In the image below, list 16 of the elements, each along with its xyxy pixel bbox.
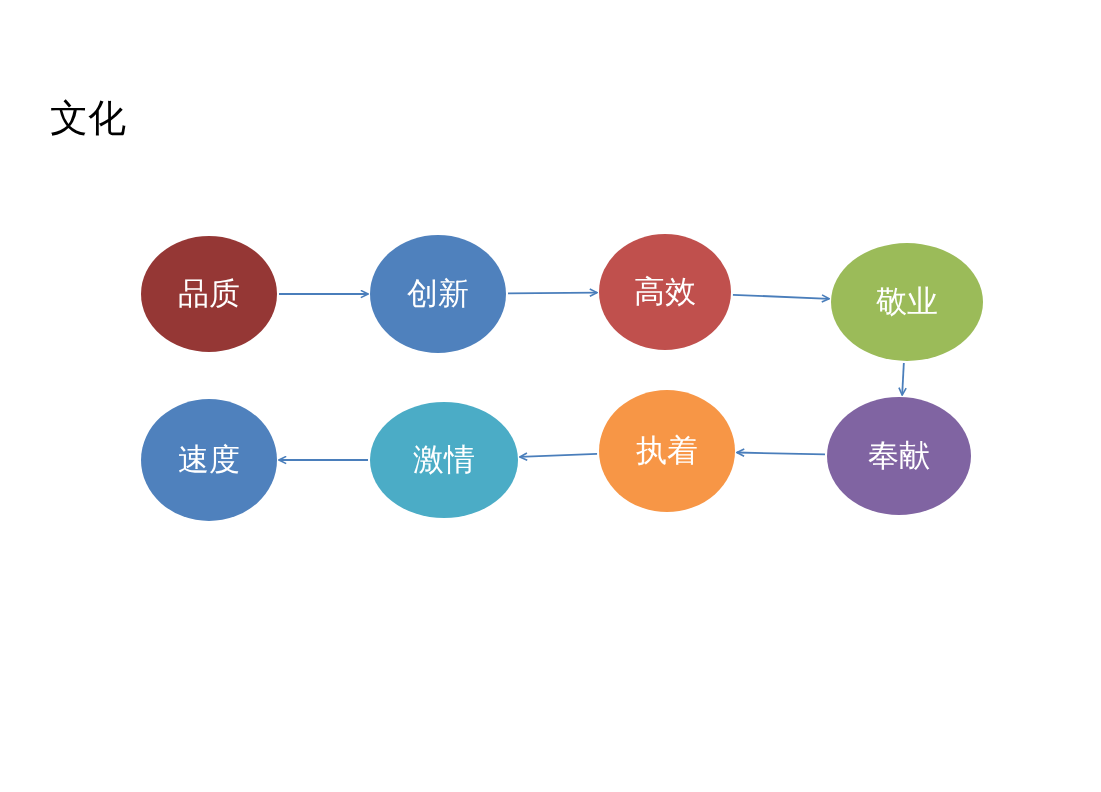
arrow <box>736 448 826 458</box>
value-ellipse: 奉献 <box>827 397 971 515</box>
arrow <box>898 362 907 396</box>
value-ellipse: 速度 <box>141 399 277 521</box>
arrow <box>732 293 830 303</box>
value-ellipse: 高效 <box>599 234 731 350</box>
arrow <box>278 289 369 299</box>
arrow <box>507 288 598 298</box>
title: 文化 <box>50 98 126 140</box>
value-ellipse: 执着 <box>599 390 735 512</box>
value-ellipse: 激情 <box>370 402 518 518</box>
value-ellipse: 品质 <box>141 236 277 352</box>
arrow <box>278 455 369 465</box>
arrow <box>519 452 598 462</box>
value-ellipse: 敬业 <box>831 243 983 361</box>
value-ellipse: 创新 <box>370 235 506 353</box>
